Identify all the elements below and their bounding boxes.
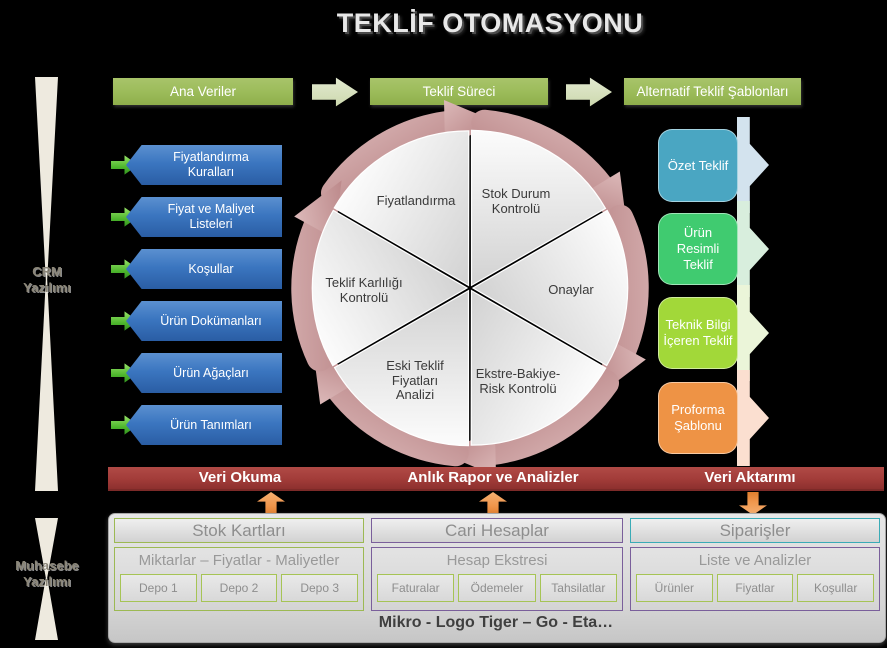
page-title: TEKLİF OTOMASYONU bbox=[336, 8, 644, 38]
erp-group-header-cari-hesaplar: Cari Hesaplar bbox=[371, 518, 623, 543]
template-out-arrow-icon bbox=[737, 201, 769, 297]
cycle-step-teklif-karliligi: Teklif Karlılığı Kontrolü bbox=[325, 275, 403, 305]
template-out-arrow-icon bbox=[737, 117, 769, 213]
template-teknik-bilgi-teklif: Teknik Bilgi İçeren Teklif bbox=[658, 297, 738, 369]
cycle-step-onaylar: Onaylar bbox=[548, 282, 594, 297]
flow-header-ana-veriler: Ana Veriler bbox=[113, 78, 293, 105]
data-up-arrow-icon bbox=[257, 492, 285, 515]
crm-item-urun-agaclari: Ürün Ağaçları bbox=[126, 353, 282, 393]
integration-banner bbox=[108, 467, 884, 491]
crm-item-kosullar: Koşullar bbox=[126, 249, 282, 289]
erp-products-label: Mikro - Logo Tiger – Go - Eta… bbox=[378, 614, 614, 631]
flow-header-teklif-sureci: Teklif Süreci bbox=[370, 78, 548, 105]
chip-row: Ürünler Fiyatlar Koşullar bbox=[631, 573, 879, 602]
erp-subpanel-stok: Miktarlar – Fiyatlar - Maliyetler Depo 1… bbox=[114, 547, 364, 611]
erp-subtitle: Hesap Ekstresi bbox=[446, 552, 548, 569]
template-out-arrow-icon bbox=[737, 285, 769, 381]
template-out-arrow-icon bbox=[737, 370, 769, 466]
chip-depo-2: Depo 2 bbox=[200, 574, 278, 602]
chip-kosullar: Koşullar bbox=[797, 574, 875, 602]
crm-software-label: CRM Yazılımı bbox=[23, 264, 71, 295]
erp-subpanel-siparisler: Liste ve Analizler Ürünler Fiyatlar Koşu… bbox=[630, 547, 880, 611]
chip-odemeler: Ödemeler bbox=[458, 574, 536, 602]
banner-veri-aktarimi: Veri Aktarımı bbox=[704, 469, 796, 486]
crm-item-fiyat-maliyet-listeleri: Fiyat ve Maliyet Listeleri bbox=[126, 197, 282, 237]
cycle-step-fiyatlandirma: Fiyatlandırma bbox=[376, 193, 456, 208]
chip-depo-3: Depo 3 bbox=[281, 574, 359, 602]
crm-item-fiyatlandirma-kurallari: Fiyatlandırma Kuralları bbox=[126, 145, 282, 185]
chip-fiyatlar: Fiyatlar bbox=[716, 574, 794, 602]
chip-row: Depo 1 Depo 2 Depo 3 bbox=[115, 573, 363, 602]
muhasebe-span-shape bbox=[35, 518, 58, 640]
cycle-step-stok-durum-kontrolu: Stok Durum Kontrolü bbox=[481, 186, 551, 216]
banner-veri-okuma: Veri Okuma bbox=[198, 469, 282, 486]
muhasebe-software-label: Muhasebe Yazılımı bbox=[15, 558, 79, 589]
chip-row: Faturalar Ödemeler Tahsilatlar bbox=[372, 573, 622, 602]
crm-item-urun-tanimlari: Ürün Tanımları bbox=[126, 405, 282, 445]
cycle-step-eski-teklif-fiyatlari: Eski Teklif Fiyatları Analizi bbox=[386, 358, 444, 402]
cycle-step-ekstre-bakiye-risk: Ekstre-Bakiye- Risk Kontrolü bbox=[475, 366, 561, 396]
erp-group-header-stok-kartlari: Stok Kartları bbox=[114, 518, 364, 543]
chip-urunler: Ürünler bbox=[636, 574, 713, 602]
crm-span-shape bbox=[35, 77, 58, 491]
banner-anlik-rapor-analizler: Anlık Rapor ve Analizler bbox=[407, 469, 579, 486]
erp-subpanel-cari: Hesap Ekstresi Faturalar Ödemeler Tahsil… bbox=[371, 547, 623, 611]
erp-subtitle: Miktarlar – Fiyatlar - Maliyetler bbox=[138, 552, 340, 569]
chip-faturalar: Faturalar bbox=[377, 574, 455, 602]
template-ozet-teklif: Özet Teklif bbox=[658, 129, 738, 202]
erp-group-header-siparisler: Siparişler bbox=[630, 518, 880, 543]
erp-subtitle: Liste ve Analizler bbox=[698, 552, 812, 569]
template-urun-resimli-teklif: Ürün Resimli Teklif bbox=[658, 213, 738, 285]
template-proforma-sablonu: Proforma Şablonu bbox=[658, 382, 738, 454]
flow-header-alternatif-sablonlar: Alternatif Teklif Şablonları bbox=[624, 78, 801, 105]
crm-item-urun-dokumanlari: Ürün Dokümanları bbox=[126, 301, 282, 341]
data-up-arrow-icon bbox=[479, 492, 507, 515]
data-down-arrow-icon bbox=[739, 492, 767, 515]
chip-depo-1: Depo 1 bbox=[120, 574, 197, 602]
chip-tahsilatlar: Tahsilatlar bbox=[539, 574, 617, 602]
